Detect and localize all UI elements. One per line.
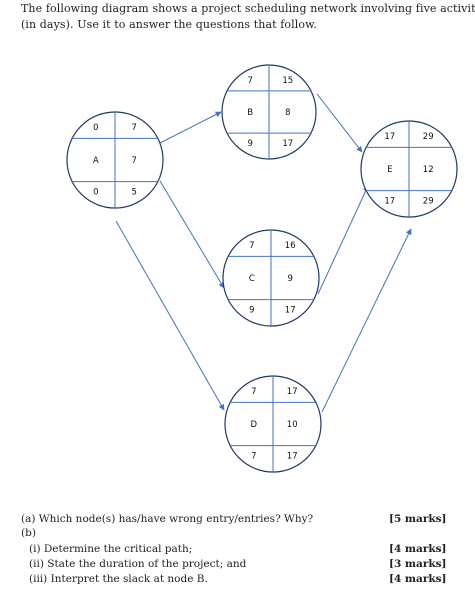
node-a-mr: 7 xyxy=(131,156,136,166)
node-c: 7 16C 9 9 17 xyxy=(222,229,320,327)
question-b-i-marks: [4 marks] xyxy=(389,543,447,555)
intro-line-2: (in days). Use it to answer the question… xyxy=(21,18,317,31)
node-a-bl: 0 xyxy=(93,188,98,198)
node-e-label: E xyxy=(387,165,392,175)
node-c-br: 17 xyxy=(285,306,296,316)
edge-a-d xyxy=(115,220,225,411)
question-b-ii-marks: [3 marks] xyxy=(389,558,447,570)
node-c-mr: 9 xyxy=(287,274,292,284)
node-e-br: 29 xyxy=(423,197,434,207)
node-c-tl: 7 xyxy=(249,241,254,251)
node-b: 7 15B 8 9 17 xyxy=(221,64,317,160)
node-d-bl: 7 xyxy=(251,452,256,462)
question-b-iii-marks: [4 marks] xyxy=(389,573,447,585)
intro-text: The following diagram shows a project sc… xyxy=(21,1,475,33)
node-d-br: 17 xyxy=(287,452,298,462)
edge-b-e xyxy=(316,93,363,153)
question-a: (a) Which node(s) has/have wrong entry/e… xyxy=(21,513,314,525)
node-c-tr: 16 xyxy=(285,241,296,251)
node-e-tl: 17 xyxy=(384,132,395,142)
node-d-tr: 17 xyxy=(287,387,298,397)
node-b-tr: 15 xyxy=(282,76,293,86)
network-edges xyxy=(115,93,412,413)
node-e-tr: 29 xyxy=(423,132,434,142)
node-a-tr: 7 xyxy=(131,123,136,133)
node-b-mr: 8 xyxy=(285,108,290,118)
question-b-iii: (iii) Interpret the slack at node B. xyxy=(29,573,208,585)
node-b-br: 17 xyxy=(282,139,293,149)
node-d-tl: 7 xyxy=(251,387,256,397)
question-b-ii: (ii) State the duration of the project; … xyxy=(29,558,247,570)
node-c-label: C xyxy=(249,274,255,284)
node-b-bl: 9 xyxy=(247,139,252,149)
question-b-label: (b) xyxy=(21,527,36,539)
node-c-bl: 9 xyxy=(249,306,254,316)
edge-a-b xyxy=(159,111,222,144)
node-e-bl: 17 xyxy=(384,197,395,207)
node-e-mr: 12 xyxy=(423,165,434,175)
node-b-label: B xyxy=(247,108,253,118)
node-d-mr: 10 xyxy=(287,420,298,430)
intro-line-1: The following diagram shows a project sc… xyxy=(21,2,475,15)
edge-d-e xyxy=(321,228,412,413)
node-a-label: A xyxy=(93,156,99,166)
question-a-marks: [5 marks] xyxy=(389,513,447,525)
edge-c-e xyxy=(317,185,369,295)
node-a-tl: 0 xyxy=(93,123,98,133)
edge-a-c xyxy=(159,180,225,289)
node-d-label: D xyxy=(251,420,258,430)
node-a-br: 5 xyxy=(131,188,136,198)
node-b-tl: 7 xyxy=(247,76,252,86)
question-b-i: (i) Determine the critical path; xyxy=(29,543,193,555)
